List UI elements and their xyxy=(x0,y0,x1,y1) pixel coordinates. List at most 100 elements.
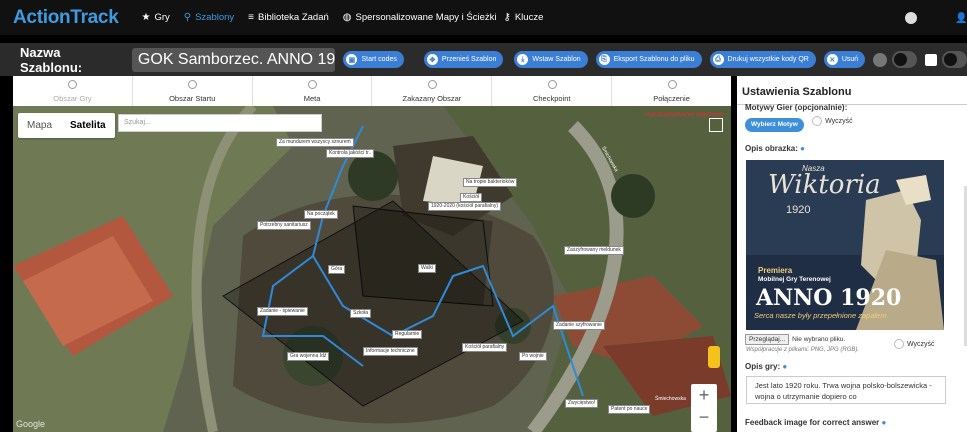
map-type-satellite[interactable]: Satelita xyxy=(70,120,106,131)
street-label: Śmiechowska xyxy=(655,396,686,402)
start-codes-button[interactable]: ▣Start codes xyxy=(343,51,404,68)
step-game-area[interactable]: Obszar Gry xyxy=(13,76,133,106)
map-label[interactable]: Regularnie xyxy=(392,330,423,339)
google-logo: Google xyxy=(16,419,46,429)
visibility-toggle[interactable] xyxy=(892,51,918,68)
map-label[interactable]: Potrzebny sanitariusz xyxy=(257,221,311,230)
zoom-control: + − xyxy=(691,384,717,432)
print-qr-codes-button[interactable]: ⎙Drukuj wszystkie kody QR xyxy=(709,51,816,68)
poster-script: Wiktoria xyxy=(768,170,881,200)
language-globe-icon[interactable] xyxy=(905,11,917,24)
map-label[interactable]: Gra wojenna Idź xyxy=(287,352,330,361)
map-label[interactable]: 1920-2020 (kościół parafialny) xyxy=(428,202,501,211)
export-template-button[interactable]: ⎘Eksport Szablonu do pliku xyxy=(595,51,702,68)
panel-title: Ustawienia Szablonu xyxy=(737,76,967,105)
insert-template-button[interactable]: ⤓Wstaw Szablon xyxy=(514,51,588,68)
app-logo[interactable]: ActionTrack xyxy=(13,6,119,28)
poster-year: 1920 xyxy=(786,204,811,216)
map-label[interactable]: Kościół xyxy=(460,193,483,202)
map-label[interactable]: Walki xyxy=(418,264,437,273)
street-view-pegman-icon[interactable] xyxy=(708,346,720,368)
map-label[interactable]: Po wojnie xyxy=(519,352,547,361)
map-label[interactable]: Na tropie bakterioków xyxy=(463,178,518,187)
game-desc-label: Opis gry: ● xyxy=(737,362,795,371)
step-label: Meta xyxy=(303,94,321,103)
clear-motif-button[interactable]: Wyczyść xyxy=(812,116,853,126)
info-icon[interactable]: ● xyxy=(800,144,805,153)
browse-button[interactable]: Przeglądaj... xyxy=(745,334,790,345)
feedback-label: Feedback image for correct answer ● xyxy=(737,418,894,427)
template-settings-panel: Ustawienia Szablonu Motywy Gier (opcjona… xyxy=(737,76,967,432)
top-navbar: ActionTrack ★Gry ⚲Szablony ≡Biblioteka Z… xyxy=(0,0,967,35)
print-icon: ⎙ xyxy=(712,54,724,65)
add-icon[interactable] xyxy=(873,52,888,67)
fullscreen-icon[interactable] xyxy=(709,118,723,132)
map-label[interactable]: Zwycięstwo! xyxy=(565,399,599,408)
panel-scrollbar[interactable] xyxy=(964,186,967,346)
map-canvas[interactable]: Za mundurem wszyscy sznurem Kontrola jak… xyxy=(13,106,731,432)
game-description-textarea[interactable]: Jest lato 1920 roku. Trwa wojna polsko-b… xyxy=(746,376,946,404)
key-icon: ⚷ xyxy=(503,12,511,23)
map-label[interactable]: Kościół parafialny xyxy=(462,343,508,352)
step-connection[interactable]: Połączenie xyxy=(612,76,731,106)
nav-label: Klucze xyxy=(514,12,544,23)
map-label[interactable]: Zadanie szyfrowanie xyxy=(553,321,605,330)
no-file-text: Nie wybrano pliku. xyxy=(792,336,846,343)
step-label: Obszar Gry xyxy=(53,94,92,103)
map-label[interactable]: Informacje techniczne xyxy=(363,347,418,356)
map-label[interactable]: Góra xyxy=(328,265,346,274)
delete-template-button[interactable]: ✕Usuń xyxy=(823,51,866,68)
clear-circle-icon xyxy=(894,339,904,349)
user-icon[interactable]: 👤 xyxy=(955,12,967,24)
nav-item-games[interactable]: ★Gry xyxy=(134,0,176,35)
insert-icon: ⤓ xyxy=(517,54,529,65)
star-icon: ★ xyxy=(141,12,151,23)
info-icon[interactable]: ● xyxy=(782,362,788,371)
button-label: Start codes xyxy=(361,56,397,63)
map-label[interactable]: Za mundurem wszyscy sznurem xyxy=(276,138,354,147)
map-label[interactable]: Zaszyfrowany meldunek xyxy=(564,246,624,255)
zoom-in-button[interactable]: + xyxy=(698,385,710,405)
step-checkpoint[interactable]: Checkpoint xyxy=(492,76,613,106)
game-desc-text: Opis gry: xyxy=(745,362,781,371)
map-label[interactable]: Szkoła xyxy=(350,309,372,318)
poster-graphic xyxy=(746,160,944,330)
template-toolbar: Nazwa Szablonu: GOK Samborzec. ANNO 1920… xyxy=(0,43,967,76)
map-label[interactable]: Patent po nauce xyxy=(608,405,651,414)
clear-image-button[interactable]: Wyczyść xyxy=(894,339,935,349)
lock-icon[interactable] xyxy=(925,53,938,66)
move-template-button[interactable]: ✥Przenieś Szablon xyxy=(423,51,504,68)
map-label[interactable]: Kontrola jakości tr.. xyxy=(326,149,375,158)
nav-label: Szablony xyxy=(195,12,235,23)
zoom-out-button[interactable]: − xyxy=(698,407,710,427)
step-finish[interactable]: Meta xyxy=(253,76,373,106)
map-label[interactable]: Na początek xyxy=(304,210,338,219)
map-type-map[interactable]: Mapa xyxy=(27,120,53,131)
nav-item-keys[interactable]: ⚷Klucze xyxy=(504,0,551,35)
clear-label: Wyczyść xyxy=(825,117,853,125)
step-label: Checkpoint xyxy=(532,94,571,103)
poster-anno: ANNO 1920 xyxy=(756,285,902,311)
poster-top: Nasza xyxy=(802,164,825,173)
nav-label: Gry xyxy=(154,12,170,23)
nav-item-task-library[interactable]: ≡Biblioteka Zadań xyxy=(241,0,336,35)
top-right-tools: 👤 xyxy=(905,0,967,35)
step-circle-icon xyxy=(667,80,677,89)
map-search-input[interactable]: Szukaj... xyxy=(118,114,322,132)
nav-item-templates[interactable]: ⚲Szablony xyxy=(177,0,241,35)
autosave-status: Autozapisywanie włączone xyxy=(645,111,723,118)
step-circle-icon xyxy=(68,80,78,89)
list-icon: ≡ xyxy=(248,12,255,23)
step-forbidden-area[interactable]: Zakazany Obszar xyxy=(372,76,493,106)
choose-motif-button[interactable]: Wybierz Motyw xyxy=(745,118,804,132)
template-name-input[interactable]: GOK Samborzec. ANNO 1920 xyxy=(131,47,336,72)
nav-item-custom-maps[interactable]: ◍Spersonalizowane Mapy i Ścieżki xyxy=(336,0,504,35)
poster-premiera: Premiera xyxy=(758,266,793,275)
feedback-text: Feedback image for correct answer xyxy=(745,418,880,427)
map-label[interactable]: Zadanie - śpiewanie xyxy=(257,307,308,316)
step-start-area[interactable]: Obszar Startu xyxy=(133,76,253,106)
step-label: Obszar Startu xyxy=(169,94,216,103)
clear-circle-icon xyxy=(812,116,823,126)
lock-toggle[interactable] xyxy=(942,51,967,68)
info-icon[interactable]: ● xyxy=(881,418,887,427)
